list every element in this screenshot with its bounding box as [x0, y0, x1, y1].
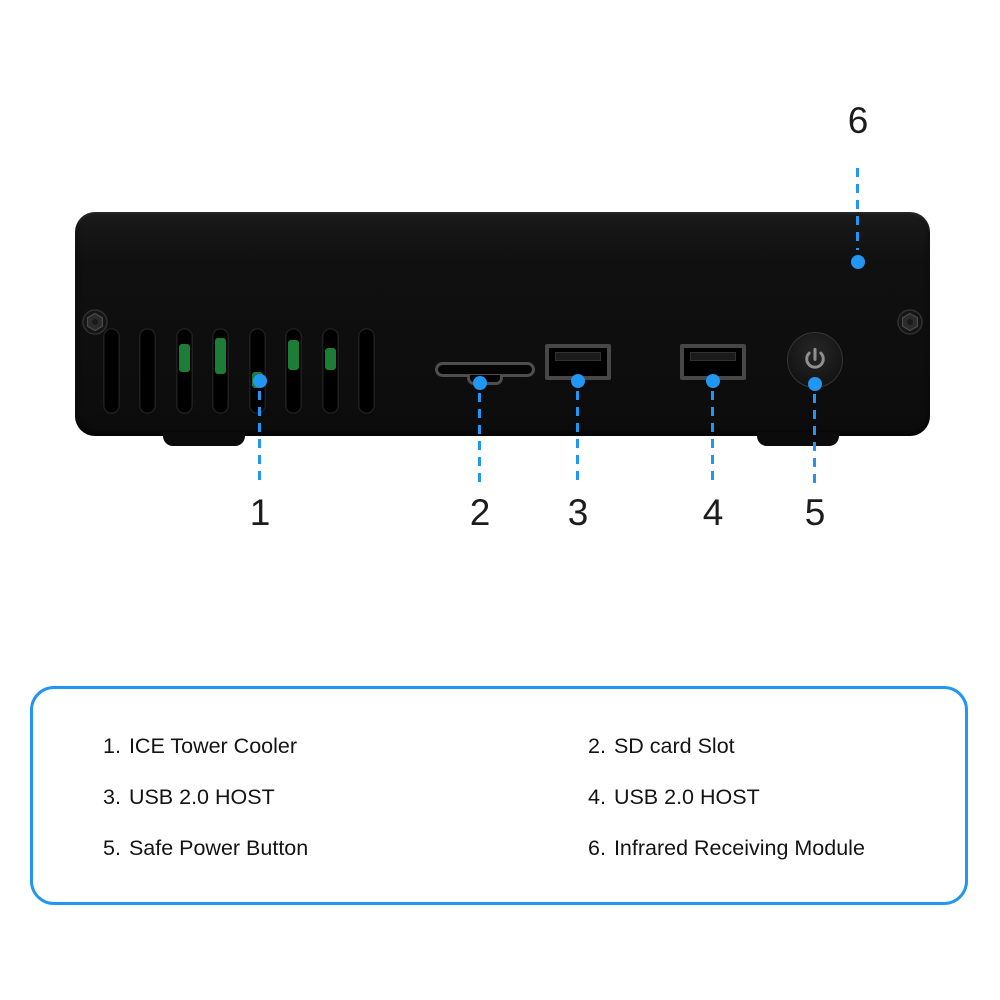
cooler-glimpse [288, 340, 300, 370]
callout-dot-3 [571, 374, 585, 388]
callout-dot-6 [851, 255, 865, 269]
callout-dot-2 [473, 376, 487, 390]
usb-tongue [555, 352, 601, 361]
callout-line-5 [813, 394, 816, 487]
callout-line-2 [478, 393, 481, 487]
callout-number-4: 4 [702, 492, 724, 533]
vent-grille [103, 328, 375, 414]
vent-slot [285, 328, 303, 414]
vent-slot [212, 328, 230, 414]
device-front-panel [75, 212, 930, 446]
legend-item-6: 6. Infrared Receiving Module [588, 835, 945, 861]
legend-item-label: Safe Power Button [128, 836, 309, 860]
callout-number-6: 6 [847, 100, 869, 141]
callout-line-4 [711, 391, 714, 487]
cooler-glimpse [178, 344, 190, 372]
legend-item-number: 5. [103, 836, 121, 860]
legend-item-number: 4. [588, 785, 606, 809]
vent-slot [175, 328, 193, 414]
callout-number-1: 1 [249, 492, 271, 533]
legend-grid: 1. ICE Tower Cooler 2. SD card Slot 3. U… [33, 689, 965, 861]
legend-item-label: ICE Tower Cooler [128, 734, 298, 758]
callout-dot-5 [808, 377, 822, 391]
vent-slot [357, 328, 375, 414]
device-foot-right [757, 432, 839, 446]
legend-item-number: 1. [103, 734, 121, 758]
legend-item-5: 5. Safe Power Button [103, 835, 588, 861]
legend-item-label: SD card Slot [613, 734, 735, 758]
screw-right-icon [897, 309, 923, 335]
legend-item-label: USB 2.0 HOST [128, 785, 275, 809]
legend-item-2: 2. SD card Slot [588, 733, 945, 759]
power-icon [805, 347, 825, 369]
callout-line-3 [576, 391, 579, 487]
screw-left-icon [82, 309, 108, 335]
callout-line-6 [856, 168, 859, 250]
callout-number-2: 2 [469, 492, 491, 533]
cooler-glimpse [215, 338, 227, 374]
callout-dot-4 [706, 374, 720, 388]
legend-item-4: 4. USB 2.0 HOST [588, 784, 945, 810]
vent-slot [139, 328, 157, 414]
legend-item-1: 1. ICE Tower Cooler [103, 733, 588, 759]
vent-slot [103, 328, 120, 414]
legend-item-3: 3. USB 2.0 HOST [103, 784, 588, 810]
legend-item-label: Infrared Receiving Module [613, 836, 865, 860]
legend-item-number: 2. [588, 734, 606, 758]
callout-dot-1 [253, 374, 267, 388]
legend-item-number: 3. [103, 785, 121, 809]
cooler-glimpse [324, 348, 336, 370]
usb-tongue [690, 352, 736, 361]
legend-item-number: 6. [588, 836, 606, 860]
callout-number-5: 5 [804, 492, 826, 533]
legend-box: 1. ICE Tower Cooler 2. SD card Slot 3. U… [30, 686, 968, 905]
legend-item-label: USB 2.0 HOST [613, 785, 760, 809]
callout-number-3: 3 [567, 492, 589, 533]
callout-line-1 [258, 391, 261, 487]
device-foot-left [163, 432, 245, 446]
vent-slot [321, 328, 339, 414]
